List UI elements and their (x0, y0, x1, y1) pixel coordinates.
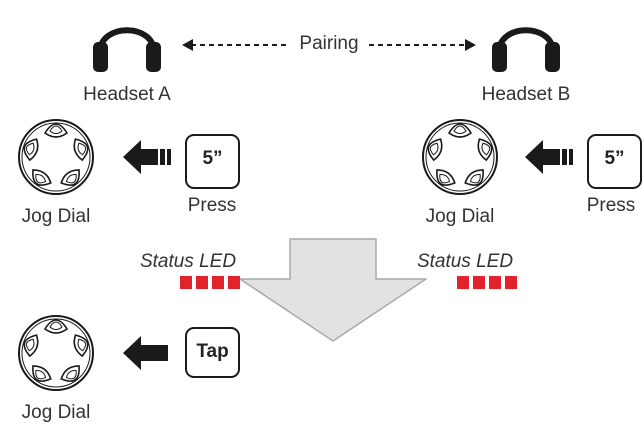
status-led-label-left: Status LED (139, 251, 237, 272)
big-down-arrow (239, 238, 427, 342)
led-square (196, 276, 208, 289)
jog-dial-icon-1 (19, 120, 93, 194)
press-label-2: Press (586, 195, 636, 216)
tap-box (185, 327, 240, 378)
status-led-left (180, 276, 240, 289)
press-duration-1: 5” (202, 148, 223, 169)
press-duration-2: 5” (604, 148, 625, 169)
press-arrow-icon-2 (525, 140, 573, 174)
led-square (505, 276, 517, 289)
jog-dial-icon-2 (423, 120, 497, 194)
press-arrow-icon-1 (123, 140, 171, 174)
jog-dial-label-1: Jog Dial (21, 206, 91, 227)
status-led-right (457, 276, 517, 289)
press-label-1: Press (187, 195, 237, 216)
led-square (212, 276, 224, 289)
press-box-2 (587, 134, 642, 189)
led-square (180, 276, 192, 289)
headset-b-label: Headset B (481, 84, 571, 105)
headset-b-icon (492, 30, 560, 72)
jog-dial-icon-3 (19, 316, 93, 390)
tap-label: Tap (196, 341, 229, 362)
led-square (457, 276, 469, 289)
led-square (228, 276, 240, 289)
headset-a-icon (93, 30, 161, 72)
tap-arrow-icon (123, 336, 168, 370)
led-square (473, 276, 485, 289)
jog-dial-label-3: Jog Dial (21, 402, 91, 423)
status-led-label-right: Status LED (416, 251, 514, 272)
pairing-arrow (182, 39, 476, 51)
headset-a-label: Headset A (83, 84, 171, 105)
jog-dial-label-2: Jog Dial (425, 206, 495, 227)
pairing-label: Pairing (299, 33, 359, 54)
press-box-1 (185, 134, 240, 189)
led-square (489, 276, 501, 289)
